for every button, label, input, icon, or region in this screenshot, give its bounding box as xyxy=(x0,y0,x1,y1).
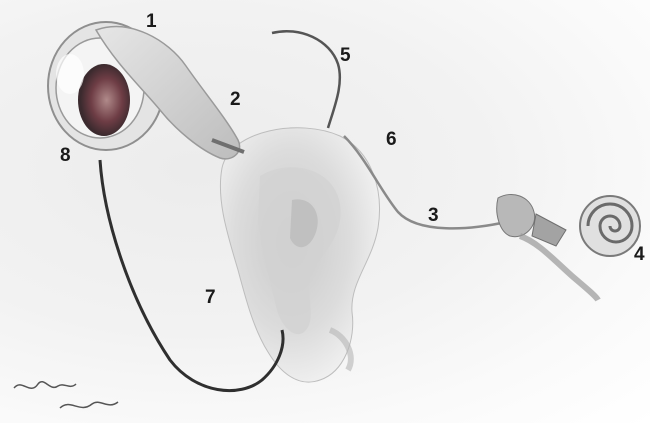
callout-8: 8 xyxy=(60,146,71,165)
ossicles xyxy=(497,194,598,300)
artist-signature xyxy=(14,382,118,408)
callout-3: 3 xyxy=(428,206,439,225)
callout-6: 6 xyxy=(386,130,397,149)
callout-5: 5 xyxy=(340,46,351,65)
outer-ear xyxy=(220,128,379,382)
callout-1: 1 xyxy=(146,12,157,31)
callout-7: 7 xyxy=(205,288,216,307)
microphone-wire xyxy=(272,31,340,128)
callout-2: 2 xyxy=(230,90,241,109)
cochlea xyxy=(580,196,640,256)
callout-4: 4 xyxy=(634,245,645,264)
